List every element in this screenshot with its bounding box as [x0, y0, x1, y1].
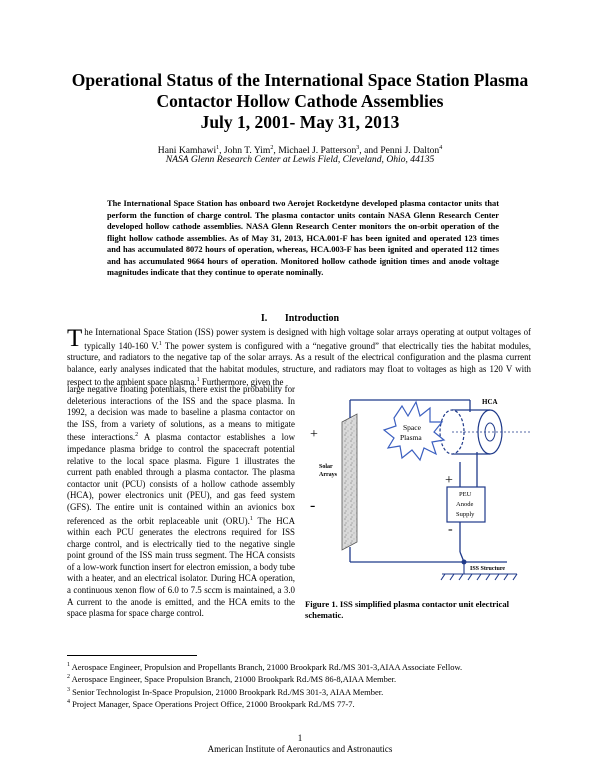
label-space: Space: [403, 423, 422, 432]
author-1: Hani Kamhawi: [157, 145, 217, 157]
footnote-2-mark: 2: [67, 674, 70, 681]
intro-col-text-a: large negative floating potentials, ther…: [67, 384, 295, 443]
intro-col-text-b: A plasma contactor establishes a low imp…: [67, 432, 295, 526]
section-heading: I. Introduction: [40, 313, 560, 324]
title-line-3: July 1, 2001- May 31, 2013: [200, 112, 400, 132]
footnote-2-text: Aerospace Engineer, Space Propulsion Bra…: [71, 674, 397, 685]
circuit-wires: [349, 399, 507, 563]
plus-sign-peu: +: [445, 473, 453, 488]
junction-node: [461, 559, 467, 565]
author-4-footnote-mark: 4: [439, 145, 443, 151]
author-2-footnote-mark: 2: [270, 145, 274, 151]
section-number: I.: [260, 313, 268, 324]
drop-cap: T: [67, 325, 83, 352]
author-2: John T. Yim: [223, 145, 271, 157]
solar-array-panel: [341, 413, 358, 551]
footnote-2: 2 Aerospace Engineer, Space Propulsion B…: [67, 672, 537, 684]
intro-col-text-c: The HCA within each PCU generates the el…: [67, 515, 295, 619]
affiliation: NASA Glenn Research Center at Lewis Fiel…: [165, 154, 435, 165]
figure-1-schematic: HCA Space Plasma Solar Arrays PEU Anode …: [302, 392, 534, 592]
minus-sign-peu: -: [448, 522, 453, 537]
intro-text-c: Furthermore, given the: [199, 377, 284, 388]
title-line-1: Operational Status of the International …: [71, 70, 529, 90]
space-plasma-burst: [382, 400, 446, 462]
footnote-1: 1 Aerospace Engineer, Propulsion and Pro…: [67, 660, 537, 672]
intro-text-b: The power system is configured with a “n…: [67, 340, 531, 388]
section-title: Introduction: [284, 313, 340, 324]
paper-title: Operational Status of the International …: [40, 70, 560, 133]
title-line-2: Contactor Hollow Cathode Assemblies: [156, 91, 444, 111]
label-peu: PEU: [459, 491, 472, 498]
footnote-3-mark: 3: [67, 686, 70, 693]
footnote-1-text: Aerospace Engineer, Propulsion and Prope…: [71, 661, 463, 672]
author-3-footnote-mark: 3: [356, 145, 360, 151]
label-anode: Anode: [456, 501, 473, 508]
plus-sign-solar: +: [310, 427, 318, 442]
schematic-svg: HCA Space Plasma Solar Arrays PEU Anode …: [310, 398, 532, 581]
author-list: Hani Kamhawi1, John T. Yim2, Michael J. …: [157, 145, 443, 157]
intro-text-a: he International Space Station (ISS) pow…: [84, 327, 531, 351]
label-supply: Supply: [456, 511, 475, 518]
hca-cylinder: [439, 409, 532, 455]
iss-structure-ground: [440, 562, 518, 581]
page-footer: American Institute of Aeronautics and As…: [207, 744, 393, 754]
intro-ref-4: 1: [249, 515, 253, 522]
label-hca: HCA: [482, 398, 498, 406]
intro-ref-1: 1: [158, 340, 162, 347]
footnote-3: 3 Senior Technologist In-Space Propulsio…: [67, 685, 537, 697]
label-iss-structure: ISS Structure: [470, 566, 505, 572]
footnote-3-text: Senior Technologist In-Space Propulsion,…: [72, 686, 384, 697]
author-1-footnote-mark: 1: [216, 145, 220, 151]
footnote-4-mark: 4: [67, 699, 70, 706]
intro-paragraph-column: large negative floating potentials, ther…: [67, 384, 295, 620]
peu-anode-supply-box: [446, 486, 486, 523]
label-plasma: Plasma: [400, 433, 422, 442]
label-arrays: Arrays: [319, 472, 338, 478]
intro-ref-3: 2: [135, 432, 139, 439]
label-solar: Solar: [319, 464, 333, 470]
footnote-4: 4 Project Manager, Space Operations Proj…: [67, 697, 537, 709]
footnote-divider: [67, 655, 197, 656]
page-number: 1: [297, 733, 303, 743]
author-3: Michael J. Patterson: [278, 145, 357, 157]
intro-ref-2: 1: [196, 377, 200, 384]
author-4: and Penni J. Dalton: [364, 145, 440, 157]
footnote-4-text: Project Manager, Space Operations Projec…: [72, 699, 355, 710]
footnote-1-mark: 1: [67, 662, 70, 668]
abstract: The International Space Station has onbo…: [107, 199, 499, 277]
figure-caption: Figure 1. ISS simplified plasma contacto…: [305, 599, 510, 620]
footnotes: 1 Aerospace Engineer, Propulsion and Pro…: [67, 660, 537, 710]
minus-sign-solar: -: [310, 497, 315, 514]
